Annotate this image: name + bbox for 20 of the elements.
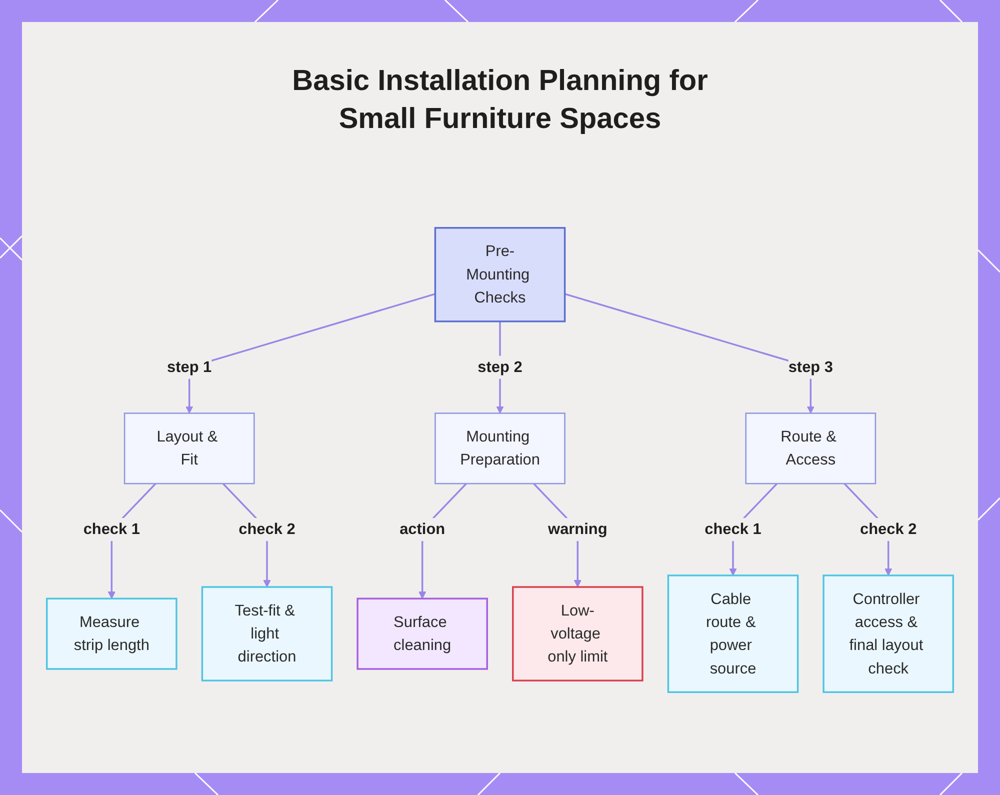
process-box: Mounting Preparation <box>434 412 566 484</box>
edge-label: check 1 <box>704 518 762 542</box>
process-box: Layout & Fit <box>124 412 255 484</box>
process-box: Route & Access <box>745 412 876 484</box>
edge-label: warning <box>548 518 608 542</box>
process-box: Measure strip length <box>46 598 178 670</box>
edge-label: step 2 <box>478 356 522 379</box>
edge-label: check 2 <box>860 518 917 542</box>
process-box: Low-voltage only limit <box>512 586 644 682</box>
process-box: Surface cleaning <box>356 598 488 670</box>
process-box: Cable route & power source <box>667 574 799 693</box>
process-box: Test-fit & light direction <box>201 586 333 682</box>
edge-label: check 2 <box>238 518 296 542</box>
diagram-title: Basic Installation Planning for Small Furniture Spaces <box>291 64 709 137</box>
edge-label: action <box>400 518 446 542</box>
process-box: Pre-Mounting Checks <box>434 227 566 322</box>
edge-label: check 1 <box>83 518 140 542</box>
process-box: Controller access & final layout check <box>822 574 954 693</box>
connector-line <box>564 293 814 414</box>
connector-line <box>186 293 436 414</box>
